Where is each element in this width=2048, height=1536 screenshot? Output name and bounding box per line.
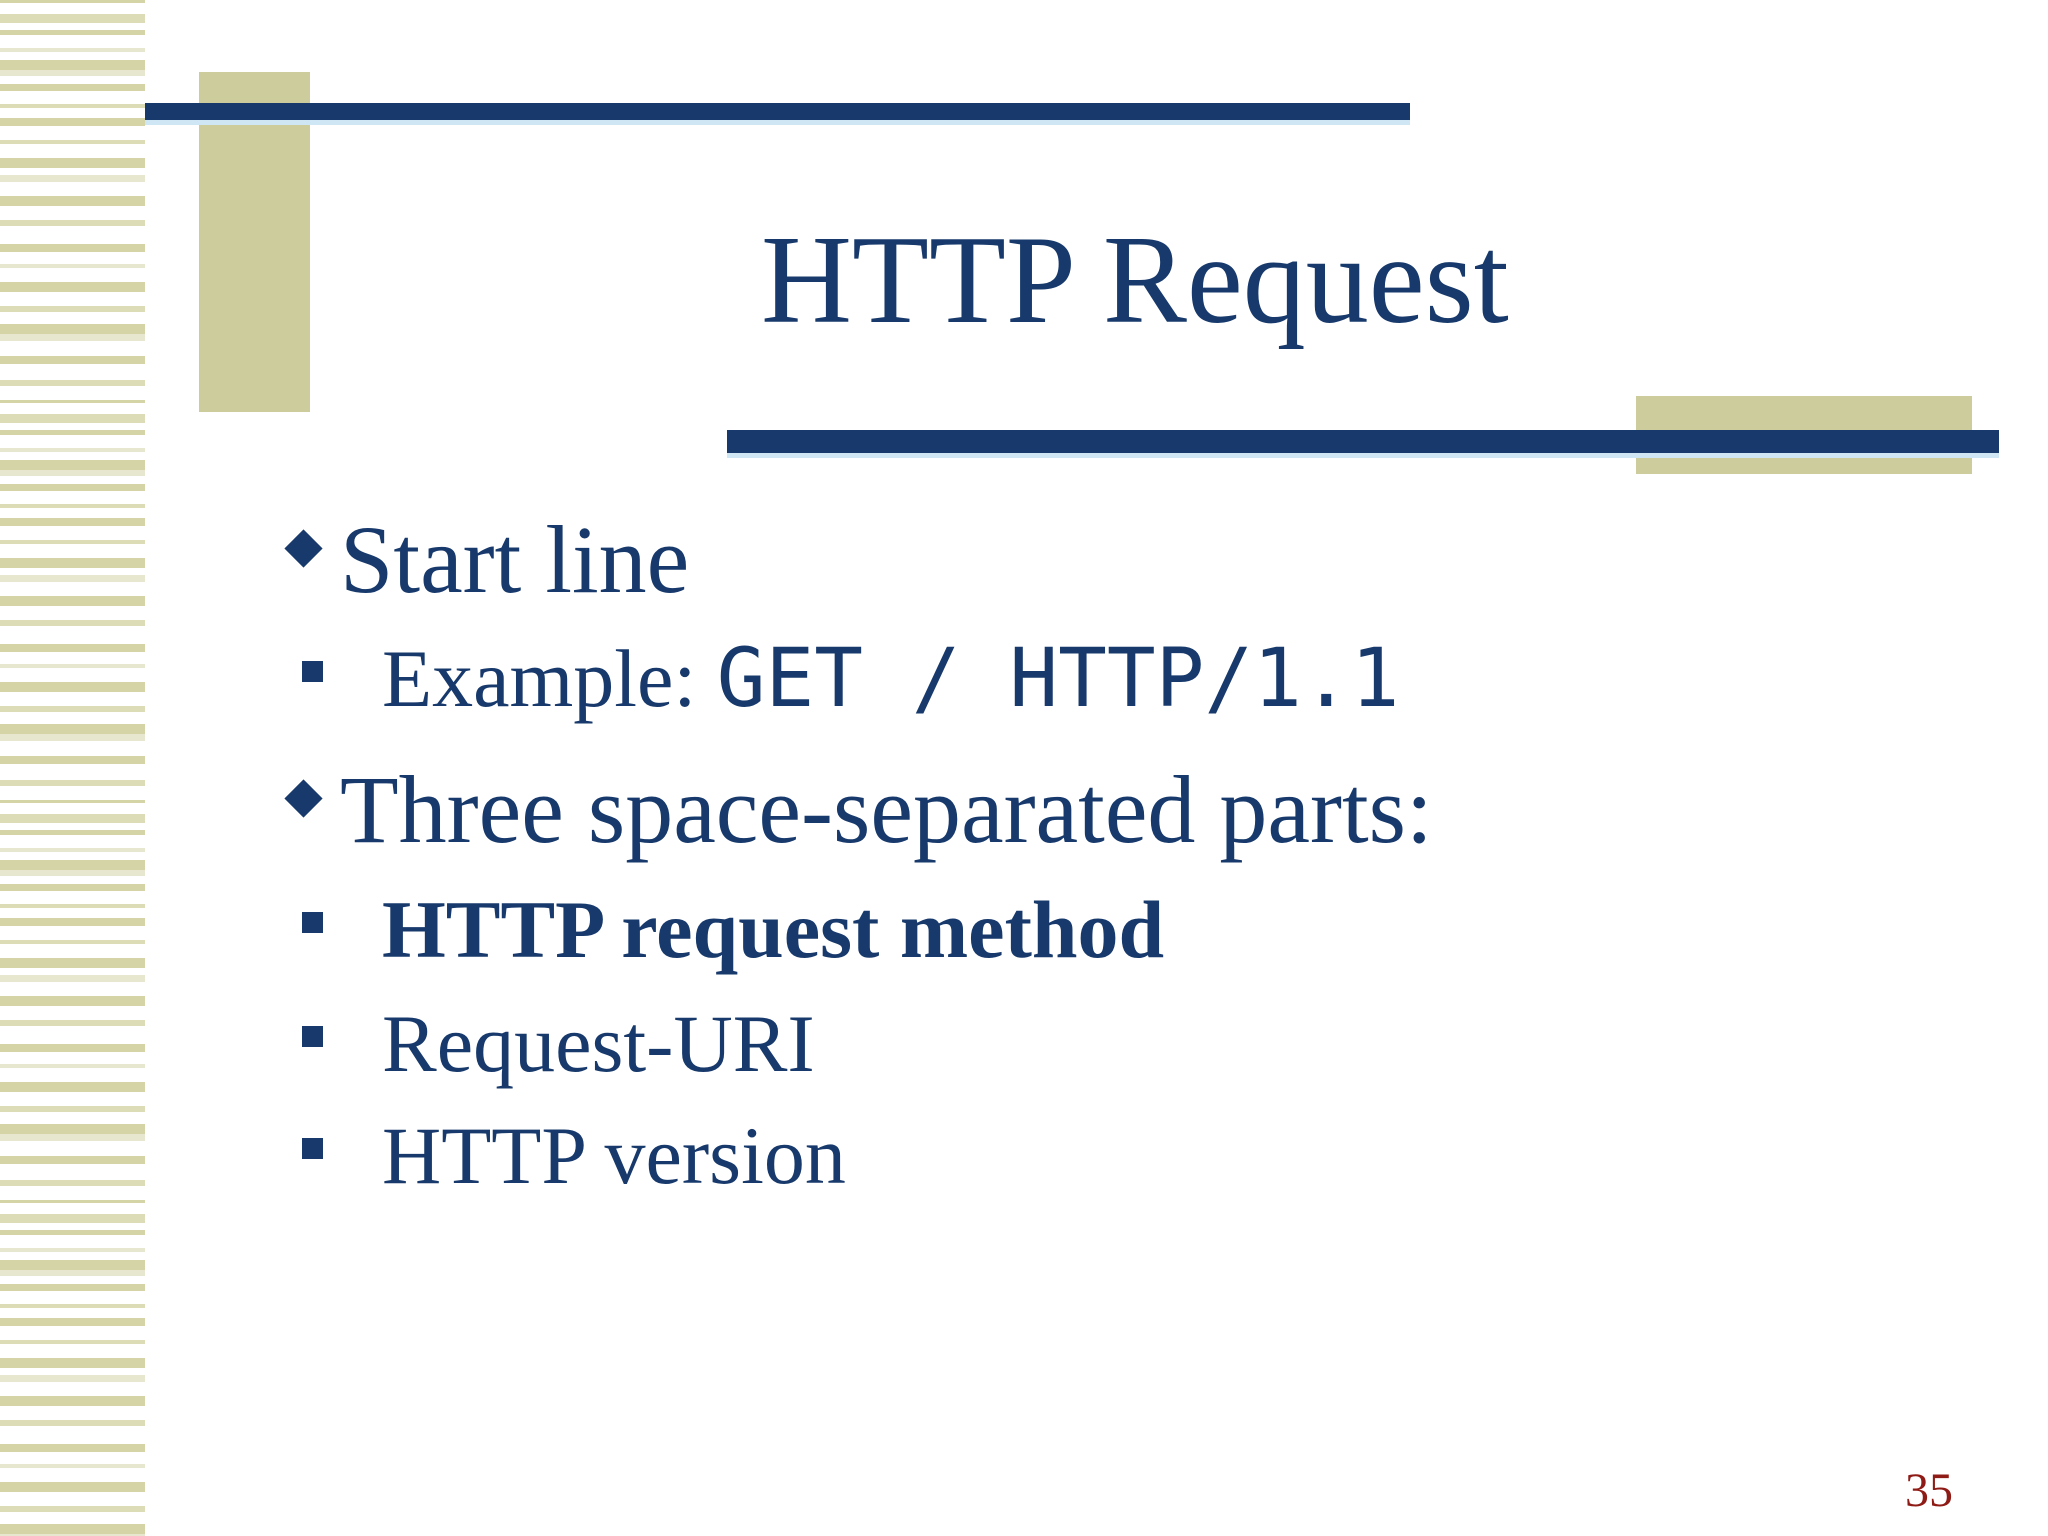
stripe-pattern-sidebar [0, 0, 145, 1536]
bullet-text: Start line [340, 506, 690, 613]
page-number: 35 [1905, 1464, 1953, 1517]
square-bullet-icon [302, 1026, 323, 1047]
bullet-text: HTTP request method [382, 884, 1165, 975]
tan-accent-block-left [199, 72, 310, 412]
diamond-bullet-icon [284, 779, 323, 818]
bullet-item: HTTP request method [302, 889, 1164, 971]
diamond-bullet-icon [284, 529, 323, 568]
square-bullet-icon [302, 912, 323, 933]
bullet-item: Example: GET / HTTP/1.1 [302, 638, 1399, 720]
square-bullet-icon [302, 1138, 323, 1159]
bullet-item: Three space-separated parts: [284, 762, 1433, 858]
slide-title: HTTP Request [761, 211, 1509, 350]
bullet-text: Request-URI [382, 998, 815, 1089]
top-accent-bar [145, 103, 1410, 125]
bullet-item: HTTP version [302, 1115, 846, 1197]
title-underline-bar [727, 430, 1999, 458]
bullet-text: Example: [382, 633, 717, 724]
bullet-text: Three space-separated parts: [340, 756, 1433, 863]
bullet-item: Request-URI [302, 1003, 815, 1085]
square-bullet-icon [302, 661, 323, 682]
bullet-text: GET / HTTP/1.1 [716, 632, 1400, 726]
bullet-item: Start line [284, 512, 689, 608]
bullet-text: HTTP version [382, 1110, 846, 1201]
